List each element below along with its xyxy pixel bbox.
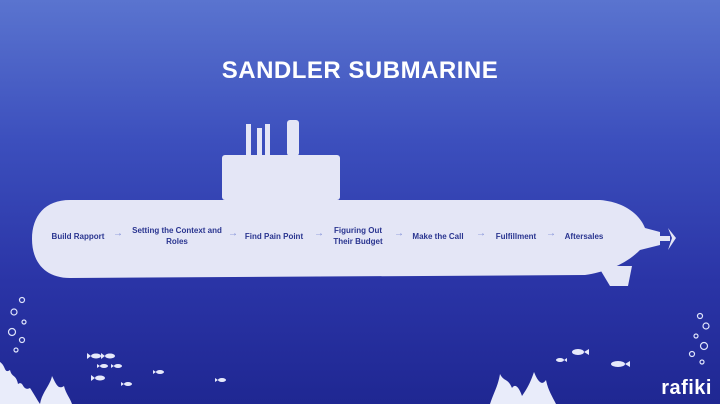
submarine-hull [32,200,660,278]
step-build-rapport: Build Rapport [51,231,105,241]
arrow-6: → [546,228,556,239]
arrow-2: → [228,228,238,239]
periscope-right [265,124,270,156]
brand-logo: rafiki [661,377,712,399]
arrow-4: → [394,228,404,239]
stern-fin-top [600,210,630,228]
step-fulfillment: Fulfillment [495,231,537,241]
propeller-blade [668,228,676,250]
stern-fin-bottom [598,266,632,286]
periscope-mast [287,120,299,156]
bubbles-right [688,312,710,365]
step-make-the-call: Make the Call [412,231,464,241]
periscope-left [246,124,251,156]
slide-title: SANDLER SUBMARINE [221,57,499,84]
step-find-pain-point: Find Pain Point [244,231,304,241]
arrow-1: → [113,228,123,239]
bubbles-left [7,296,27,353]
periscope-middle [257,128,262,156]
arrow-5: → [476,228,486,239]
step-figuring-out-budget: Figuring Out Their Budget [333,226,383,246]
arrow-3: → [314,228,324,239]
conning-tower [222,155,340,200]
propeller-shaft [658,236,670,241]
step-setting-context: Setting the Context and Roles [132,226,222,246]
fish-school-right [556,349,630,367]
seaweed-right [490,372,556,404]
step-aftersales: Aftersales [564,231,604,241]
fish-school-left [87,353,226,386]
seaweed-left [0,362,72,404]
